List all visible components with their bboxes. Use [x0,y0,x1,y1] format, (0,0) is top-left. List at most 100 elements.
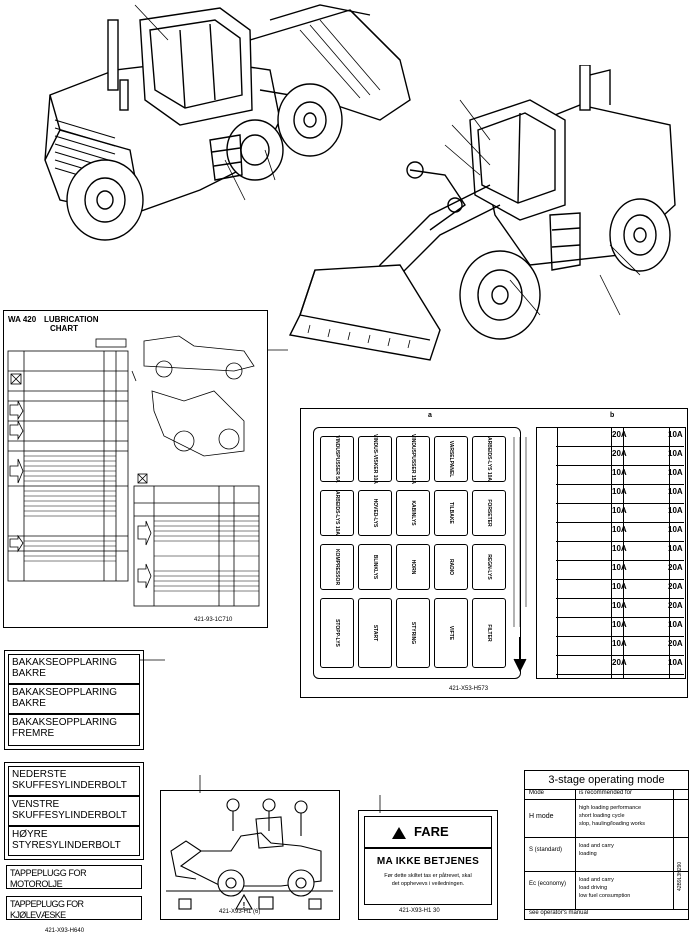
relay-label: STYRING [410,621,416,645]
fuse-rating-left: 10A [612,639,627,648]
loader-service-decal: ! 421-X93-H1 (6) [160,790,340,920]
wheel-loader-front-illustration [288,65,676,361]
relay-label: STOPP-LYS [334,619,340,647]
relay-label: REGN-LYS [486,554,492,580]
relay-label: VIFTE [448,625,454,641]
relay-label: VARSELPANEL [448,440,454,478]
relay-cell: ARBEIDS-LYS 10A [472,436,506,482]
warning-triangle-icon [392,827,406,839]
relay-cell: HORN [396,544,430,590]
operating-mode-footer: see operator's manual [529,910,589,916]
operating-mode-header: Mode is recommended for [525,789,688,800]
lubrication-chart-model: WA 420 [8,315,37,324]
fare-warning-decal: FARE MA IKKE BETJENES Før dette skiltet … [358,810,498,920]
relay-label: VINDUSPUSSER 5A [334,435,340,483]
decal-group-bakakse [4,650,144,750]
mode-h-rec-2: short loading cycle [579,813,625,819]
relay-label: ARBEIDS-LYS 10A [486,437,492,481]
relay-label: BLINKLYS [372,554,378,580]
relay-cell: VARSELPANEL [434,436,468,482]
fuse-panel-part-no: 421-X53-H573 [449,686,489,692]
mode-h-rec-3: slop, hauling/loading works [579,821,646,827]
fuse-rating-left: 10A [612,563,627,572]
fuse-rating-right: 10A [668,449,683,458]
relay-label: HORN [410,559,416,575]
fuse-row: 10A 10A [556,484,684,504]
fuse-rating-left: 20A [612,430,627,439]
wheel-loader-rear-illustration [44,4,411,241]
relay-label: KABINLYS [410,500,416,526]
fuse-row: 20A 10A [556,427,684,447]
fuse-rating-left: 10A [612,525,627,534]
fare-line2: Før dette skiltet tas er påtrevet, skal [384,873,472,879]
fuse-rating-left: 10A [612,487,627,496]
relay-label: KOMPRESSOR [334,548,340,586]
lubrication-chart-table-graphic [7,335,260,607]
relay-label: FILTER [486,624,492,642]
relay-cell: REGN-LYS [472,544,506,590]
fuse-instruction-strip [513,437,527,673]
fuse-rating-right: 10A [668,544,683,553]
fuse-rating-right: 10A [668,487,683,496]
col-mode-header: Mode [529,790,545,796]
relay-cell: VINDUSPUSSER 5A [320,435,354,483]
decal-tappeplugg-kjolevaeske: TAPPEPLUGG FOR KJØLEVÆSKE [6,896,142,920]
relay-cell: FILTER [472,598,506,668]
lubrication-chart-leader-line [268,349,288,351]
decal-bakakse-1: BAKAKSEOPPLARING BAKRE [8,654,140,684]
relay-label: TILBAKE [448,502,454,524]
callout-a: a [428,412,432,419]
fuse-rating-right: 10A [668,468,683,477]
relay-cell: KABINLYS [396,490,430,536]
decal-venstre: VENSTRE SKUFFESYLINDERBOLT [8,796,140,826]
fare-decal-part-no: 421-X93-H1 30 [399,908,440,914]
mode-s-rec-1: load and carry [579,843,614,849]
mode-ec-rec-3: low fuel consumption [579,893,631,899]
col-rec-header: is recommended for [579,790,633,796]
decals-part-no: 421-X93-H640 [45,928,85,934]
relay-label: ARBEIDS-LYS 10A [334,491,340,535]
fare-heading: FARE [414,824,449,839]
fuse-row: 20A 10A [556,446,684,466]
lubrication-chart-title-line2: CHART [50,324,78,333]
fare-decal-inner-frame [364,816,492,905]
fuse-rating-right: 10A [668,430,683,439]
fare-decal-leader-line [379,795,381,813]
mode-ec-label: Ec (economy) [529,881,567,887]
fuse-rating-right: 20A [668,639,683,648]
operating-mode-decal: 3-stage operating mode Mode is recommend… [524,770,689,920]
relay-label: FORSETER [486,499,492,527]
relay-label: HOVED-LYS [372,498,378,528]
fuse-row: 10A 20A [556,560,684,580]
lubrication-chart-title: LUBRICATION CHART [44,315,99,333]
decal-tappeplugg-motorolje: TAPPEPLUGG FOR MOTOROLJE [6,865,142,889]
fuse-rating-right: 20A [668,601,683,610]
mode-s-rec-2: loading [579,851,597,857]
relay-cell: VINDUS-VISKER 10A [358,434,392,484]
mode-ec-rec-2: load driving [579,885,608,891]
decal-hoyre: HØYRE STYRESYLINDERBOLT [8,826,140,856]
decal-group-sylinder [4,762,144,860]
fuse-rating-left: 10A [612,601,627,610]
fuse-rating-left: 10A [612,506,627,515]
fare-line1: MA IKKE BETJENES [376,856,480,867]
fuse-rating-left: 10A [612,620,627,629]
lubrication-chart-part-no: 421-93-1C710 [194,617,233,623]
relay-cell: VIFTE [434,598,468,668]
fuse-row: 10A 20A [556,636,684,656]
fuse-rating-left: 20A [612,449,627,458]
relay-cell: TILBAKE [434,490,468,536]
decal-bakakse-2: BAKAKSEOPPLARING BAKRE [8,684,140,714]
loader-decal-leader-line [199,775,201,793]
relay-cell: STOPP-LYS [320,598,354,668]
relay-cell: BLINKLYS [358,544,392,590]
operating-mode-title: 3-stage operating mode [525,771,688,790]
relay-label: VINDUS-VISKER 10A [372,434,378,484]
fuse-rating-right: 20A [668,563,683,572]
callout-b: b [610,412,615,419]
